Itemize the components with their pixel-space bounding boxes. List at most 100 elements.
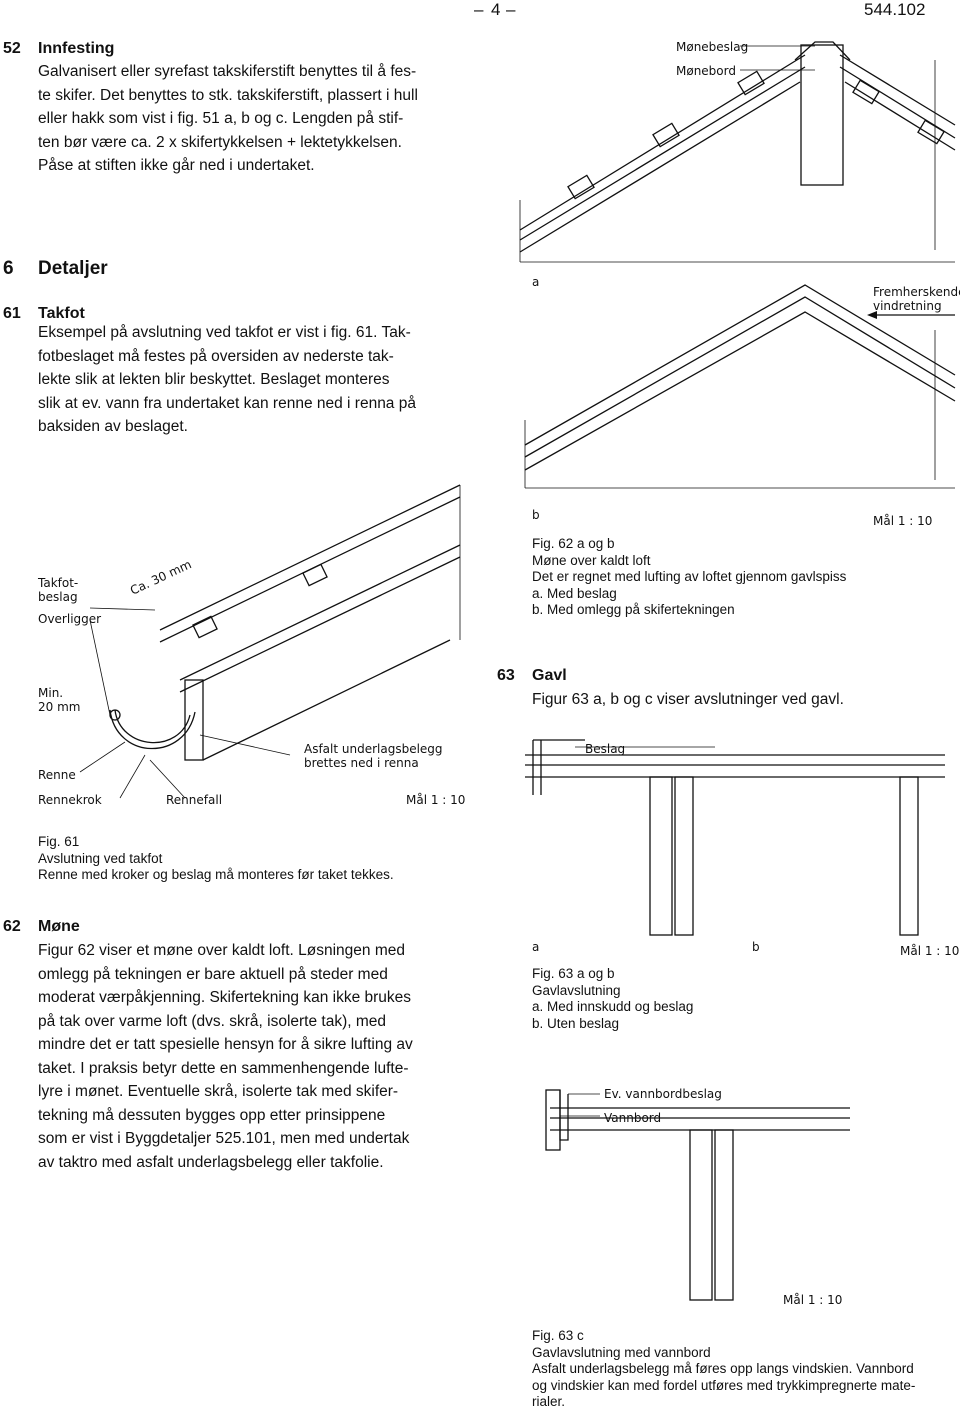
section-61-number: 61 [3,305,21,322]
label-vannbord: Vannbord [604,1111,662,1125]
fig63ab-caption-line: Gavlavslutning [532,982,621,998]
section-61-line: slik at ev. vann fra undertaket kan renn… [38,394,416,412]
section-62-line: lyre i mønet. Eventuelle skrå, isolerte … [38,1083,399,1100]
roof-line [519,66,806,241]
section-52-line: ten bør være ca. 2 x skifertykkelsen + l… [38,133,402,151]
section-62-line: av taktro med asfalt underlagsbelegg ell… [38,1153,384,1171]
section-62-line: på tak over varme loft (dvs. skrå, isole… [38,1012,387,1030]
batten [652,122,680,148]
board [899,776,919,936]
document-number: 544.102 [864,0,926,19]
section-62-line: som er vist i Byggdetaljer 525.101, men … [38,1130,410,1147]
fig63c-caption: Fig. 63 c Gavlavslutning med vannbord As… [532,1328,956,1411]
fig63c-caption-line: Fig. 63 c [532,1328,584,1343]
batten [737,70,765,96]
renne [109,709,196,750]
fig62a-drawing [519,41,956,263]
section-52-body: Galvanisert eller syrefast takskiferstif… [38,60,468,178]
label-takfotbeslag: Takfot- beslag [38,576,78,604]
fig63ab-caption-line: a. Med innskudd og beslag [532,999,694,1014]
monebeslag [794,41,851,61]
leader-rennekrok [119,754,146,799]
fig61-scale: Mål 1 : 10 [406,793,466,807]
batten [852,79,880,105]
label-ev-vannbordbeslag: Ev. vannbordbeslag [604,1087,722,1101]
fig62-caption-line: Møne over kaldt loft [532,552,651,568]
section-62-line: tekning må dessuten bygges opp etter pri… [38,1106,386,1124]
fig62-caption-line: b. Med omlegg på skifertekningen [532,602,735,617]
section-52-line: Påse at stiften ikke går ned i undertake… [38,157,315,174]
leader-overligger [89,619,111,716]
wall-board [184,679,204,761]
label-a: a [532,275,540,289]
board [674,776,694,936]
fig62-caption: Fig. 62 a og b Møne over kaldt loft Det … [532,536,952,619]
board [714,1129,734,1301]
fig63c-caption-line: Gavlavslutning med vannbord [532,1344,711,1360]
label-asfalt: Asfalt underlagsbelegg brettes ned i ren… [304,742,443,770]
section-6-number: 6 [3,258,14,279]
fig63ab-drawing [525,739,945,936]
soffit-line [202,639,451,761]
section-61-body: Eksempel på avslutning ved takfot er vis… [38,321,468,439]
roof-line [179,556,461,693]
batten [302,563,328,587]
beslag [532,739,585,795]
section-52-line: Galvanisert eller syrefast takskiferstif… [38,63,417,80]
label-min20: Min. 20 mm [38,686,80,714]
fig63c-caption-line: og vindskier kan med fordel utføres med … [532,1377,916,1393]
fig63c-caption-line: rialer. [532,1394,566,1409]
label-fremherskende-line: vindretning [873,299,942,313]
label-monebeslag: Mønebeslag [676,40,749,54]
label-fremherskende: Fremherskende vindretning [873,285,960,313]
section-62-line: taket. I praksis betyr dette en sammenhe… [38,1059,409,1077]
label-takfotbeslag-line: Takfot- [38,576,79,590]
section-63-number: 63 [497,667,515,684]
fig63ab-scale: Mål 1 : 10 [900,944,960,958]
section-61-line: Eksempel på avslutning ved takfot er vis… [38,324,411,341]
fig63c-drawing [545,1089,850,1301]
fig62-scale: Mål 1 : 10 [873,514,933,528]
fig62-caption-line: Fig. 62 a og b [532,536,615,551]
label-monebord: Mønebord [676,64,736,78]
page-number: 4 [491,0,501,19]
fig63ab-caption: Fig. 63 a og b Gavlavslutning a. Med inn… [532,966,952,1032]
section-52-line: eller hakk som vist i fig. 51 a, b og c.… [38,110,404,127]
header-dash-right: – [506,0,516,19]
label-takfotbeslag-line: beslag [38,590,78,604]
roof-line [519,81,801,253]
section-52-number: 52 [3,40,21,57]
section-63-body: Figur 63 a, b og c viser avslutninger ve… [532,691,844,708]
section-61-line: baksiden av beslaget. [38,418,188,435]
roof-line [839,54,956,126]
fig62-caption-line: a. Med beslag [532,585,617,601]
leader-renne [79,741,126,773]
wind-arrow-head [867,311,877,319]
section-63-title: Gavl [532,667,567,684]
fig63-label-a: a [532,940,540,954]
roof-line [524,296,956,458]
section-61-line: fotbeslaget må festes på oversiden av ne… [38,347,394,365]
label-rennekrok: Rennekrok [38,793,102,807]
fig63c-caption-line: Asfalt underlagsbelegg må føres opp lang… [532,1361,914,1376]
vannbord [545,1089,561,1151]
section-52-line: te skifer. Det benyttes to stk. takskife… [38,86,418,104]
section-62-line: mindre det er tatt spesielle hensyn for … [38,1036,413,1053]
roof-line [524,311,956,471]
label-asfalt-line: Asfalt underlagsbelegg [304,742,443,756]
label-asfalt-line: brettes ned i renna [304,756,419,770]
vindski [649,776,673,936]
fig61-caption: Fig. 61 Avslutning ved takfot Renne med … [38,834,478,884]
fig61-caption-line: Fig. 61 [38,834,80,849]
fig62-caption-line: Det er regnet med lufting av loftet gjen… [532,569,847,584]
roof-line [179,544,461,681]
fig63ab-caption-line: b. Uten beslag [532,1015,620,1031]
label-overligger: Overligger [38,612,102,626]
section-52-title: Innfesting [38,40,115,57]
label-b: b [532,508,540,522]
renne [114,709,191,744]
section-61-line: lekte slik at lekten blir beskyttet. Bes… [38,371,390,388]
roof-line [844,81,956,151]
fig63c-scale: Mål 1 : 10 [783,1293,843,1307]
fig61-caption-line: Renne med kroker og beslag må monteres f… [38,867,394,882]
